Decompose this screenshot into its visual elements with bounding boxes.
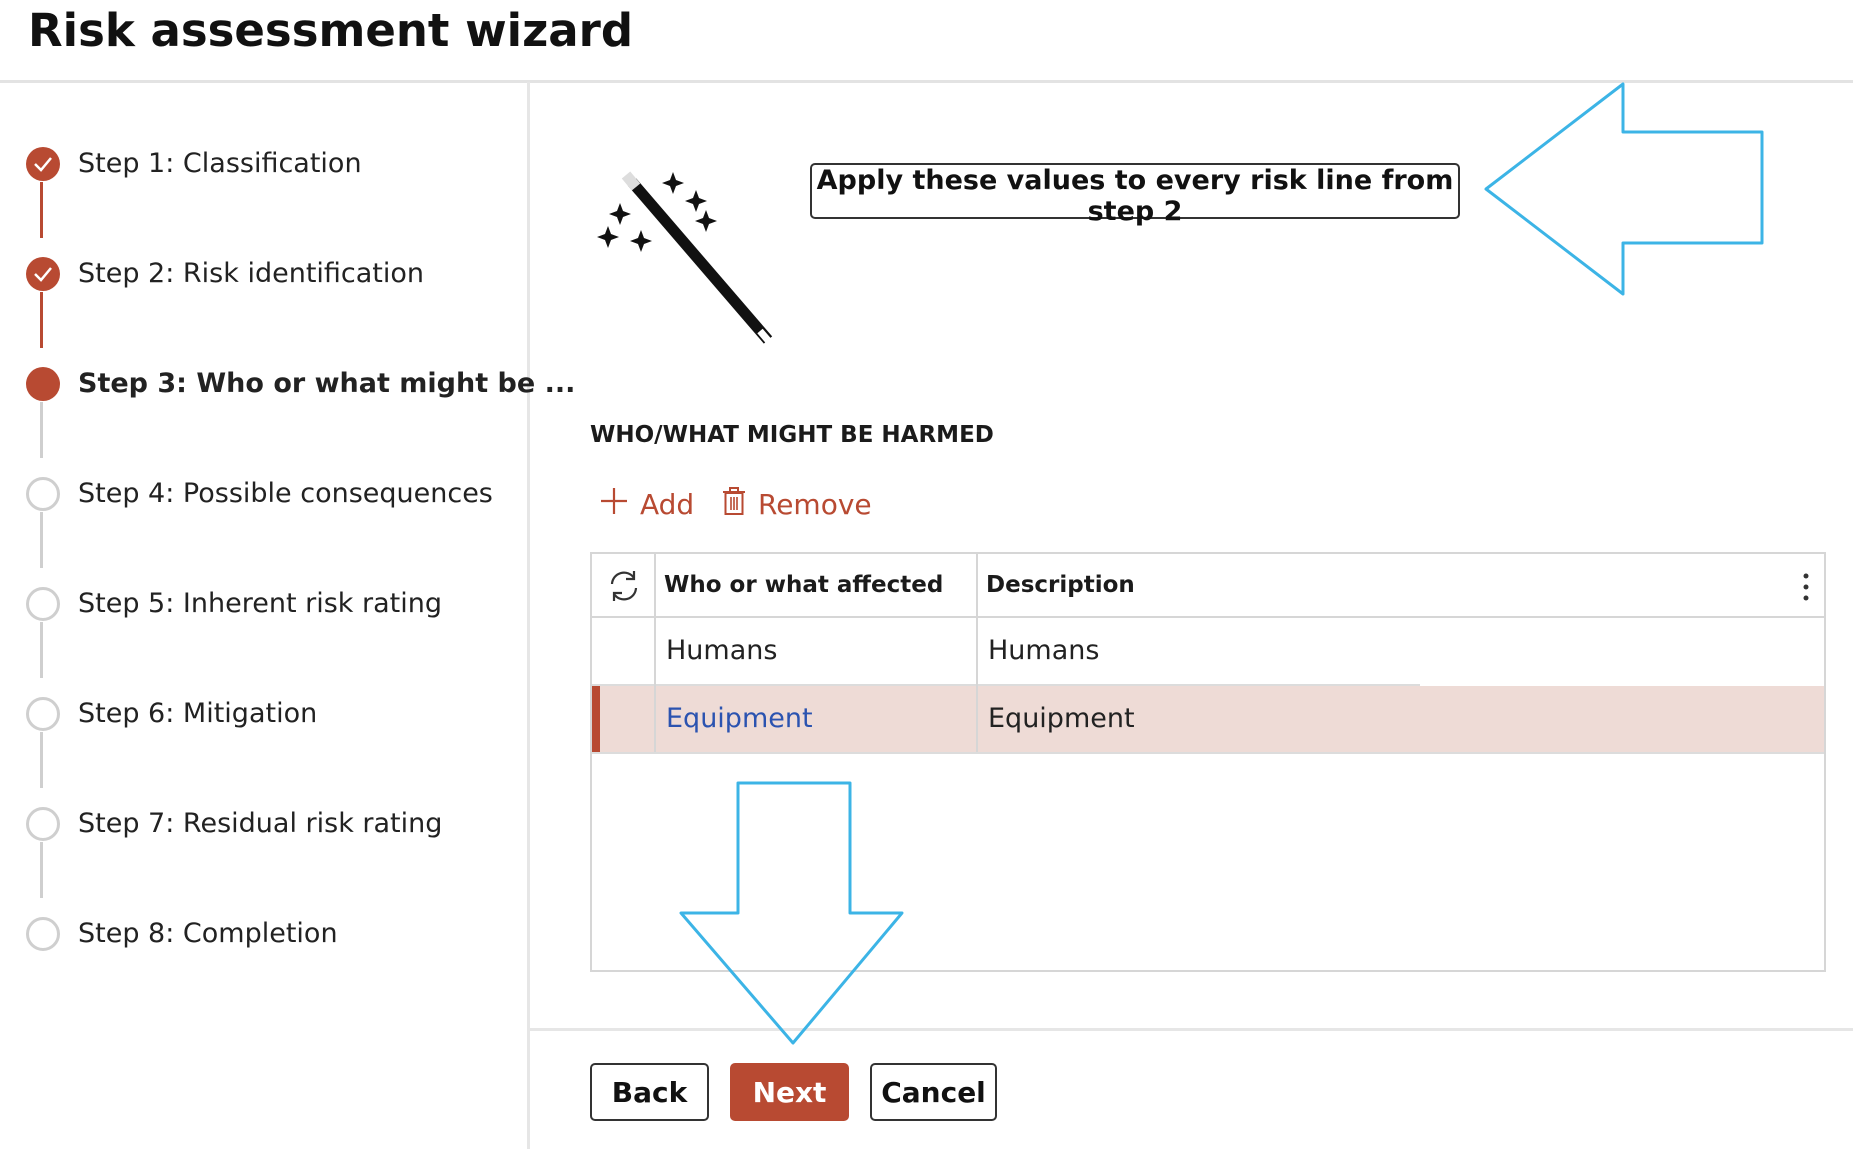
empty-circle-icon xyxy=(26,807,60,841)
column-header-who[interactable]: Who or what affected xyxy=(664,572,944,598)
step-label: Step 5: Inherent risk rating xyxy=(78,588,442,619)
step-connector xyxy=(40,402,43,458)
empty-circle-icon xyxy=(26,477,60,511)
next-button[interactable]: Next xyxy=(730,1063,849,1121)
row-divider xyxy=(592,752,1824,754)
step-label: Step 7: Residual risk rating xyxy=(78,808,443,839)
selected-row-marker xyxy=(592,686,600,752)
page-title: Risk assessment wizard xyxy=(28,4,634,57)
step-item-1[interactable]: Step 1: Classification xyxy=(26,144,516,184)
step-connector xyxy=(40,292,43,348)
add-label: Add xyxy=(640,487,695,521)
annotation-arrow-left-icon xyxy=(1484,82,1764,296)
step-item-5[interactable]: Step 5: Inherent risk rating xyxy=(26,584,516,624)
step-item-8[interactable]: Step 8: Completion xyxy=(26,914,516,954)
table-row[interactable]: Humans Humans xyxy=(592,618,1824,684)
page-header: Risk assessment wizard xyxy=(0,0,1853,83)
step-label: Step 8: Completion xyxy=(78,918,338,949)
table-row[interactable]: Equipment Equipment xyxy=(592,686,1824,752)
empty-circle-icon xyxy=(26,917,60,951)
cell-who-link[interactable]: Equipment xyxy=(666,703,813,734)
step-item-2[interactable]: Step 2: Risk identification xyxy=(26,254,516,294)
check-circle-icon xyxy=(26,257,60,291)
plus-icon xyxy=(600,487,628,522)
step-connector xyxy=(40,732,43,788)
step-connector xyxy=(40,182,43,238)
step-item-7[interactable]: Step 7: Residual risk rating xyxy=(26,804,516,844)
step-connector xyxy=(40,512,43,568)
magic-wand-icon xyxy=(597,171,775,348)
current-step-icon xyxy=(26,367,60,401)
empty-circle-icon xyxy=(26,697,60,731)
remove-label: Remove xyxy=(758,487,872,521)
cell-description: Equipment xyxy=(988,703,1135,734)
step-label: Step 4: Possible consequences xyxy=(78,478,493,509)
cancel-button[interactable]: Cancel xyxy=(870,1063,997,1121)
more-vertical-icon xyxy=(1803,573,1809,601)
section-heading: WHO/WHAT MIGHT BE HARMED xyxy=(590,422,994,448)
row-divider xyxy=(592,684,1420,686)
refresh-icon xyxy=(610,571,638,601)
trash-icon xyxy=(722,486,746,523)
step-item-6[interactable]: Step 6: Mitigation xyxy=(26,694,516,734)
add-button[interactable]: Add xyxy=(600,482,694,526)
column-divider xyxy=(976,554,978,752)
cell-who: Humans xyxy=(666,635,778,666)
empty-circle-icon xyxy=(26,587,60,621)
step-label: Step 3: Who or what might be ... xyxy=(78,368,576,399)
step-connector xyxy=(40,622,43,678)
annotation-arrow-down-icon xyxy=(679,781,904,1045)
step-label: Step 6: Mitigation xyxy=(78,698,318,729)
refresh-button[interactable] xyxy=(592,554,656,618)
step-label: Step 2: Risk identification xyxy=(78,258,425,289)
column-header-description[interactable]: Description xyxy=(986,572,1135,598)
step-item-3[interactable]: Step 3: Who or what might be ... xyxy=(26,364,576,404)
more-options-button[interactable] xyxy=(1788,554,1824,618)
apply-values-button[interactable]: Apply these values to every risk line fr… xyxy=(810,163,1460,227)
step-label: Step 1: Classification xyxy=(78,148,362,179)
harmed-grid: Who or what affected Description Humans … xyxy=(590,552,1826,972)
step-connector xyxy=(40,842,43,898)
check-circle-icon xyxy=(26,147,60,181)
step-item-4[interactable]: Step 4: Possible consequences xyxy=(26,474,516,514)
column-divider xyxy=(654,554,656,752)
remove-button[interactable]: Remove xyxy=(722,482,872,526)
wizard-steps: Step 1: Classification Step 2: Risk iden… xyxy=(0,82,576,1149)
grid-header: Who or what affected Description xyxy=(592,554,1824,618)
back-button[interactable]: Back xyxy=(590,1063,709,1121)
cell-description: Humans xyxy=(988,635,1100,666)
main-panel xyxy=(530,82,1853,1031)
